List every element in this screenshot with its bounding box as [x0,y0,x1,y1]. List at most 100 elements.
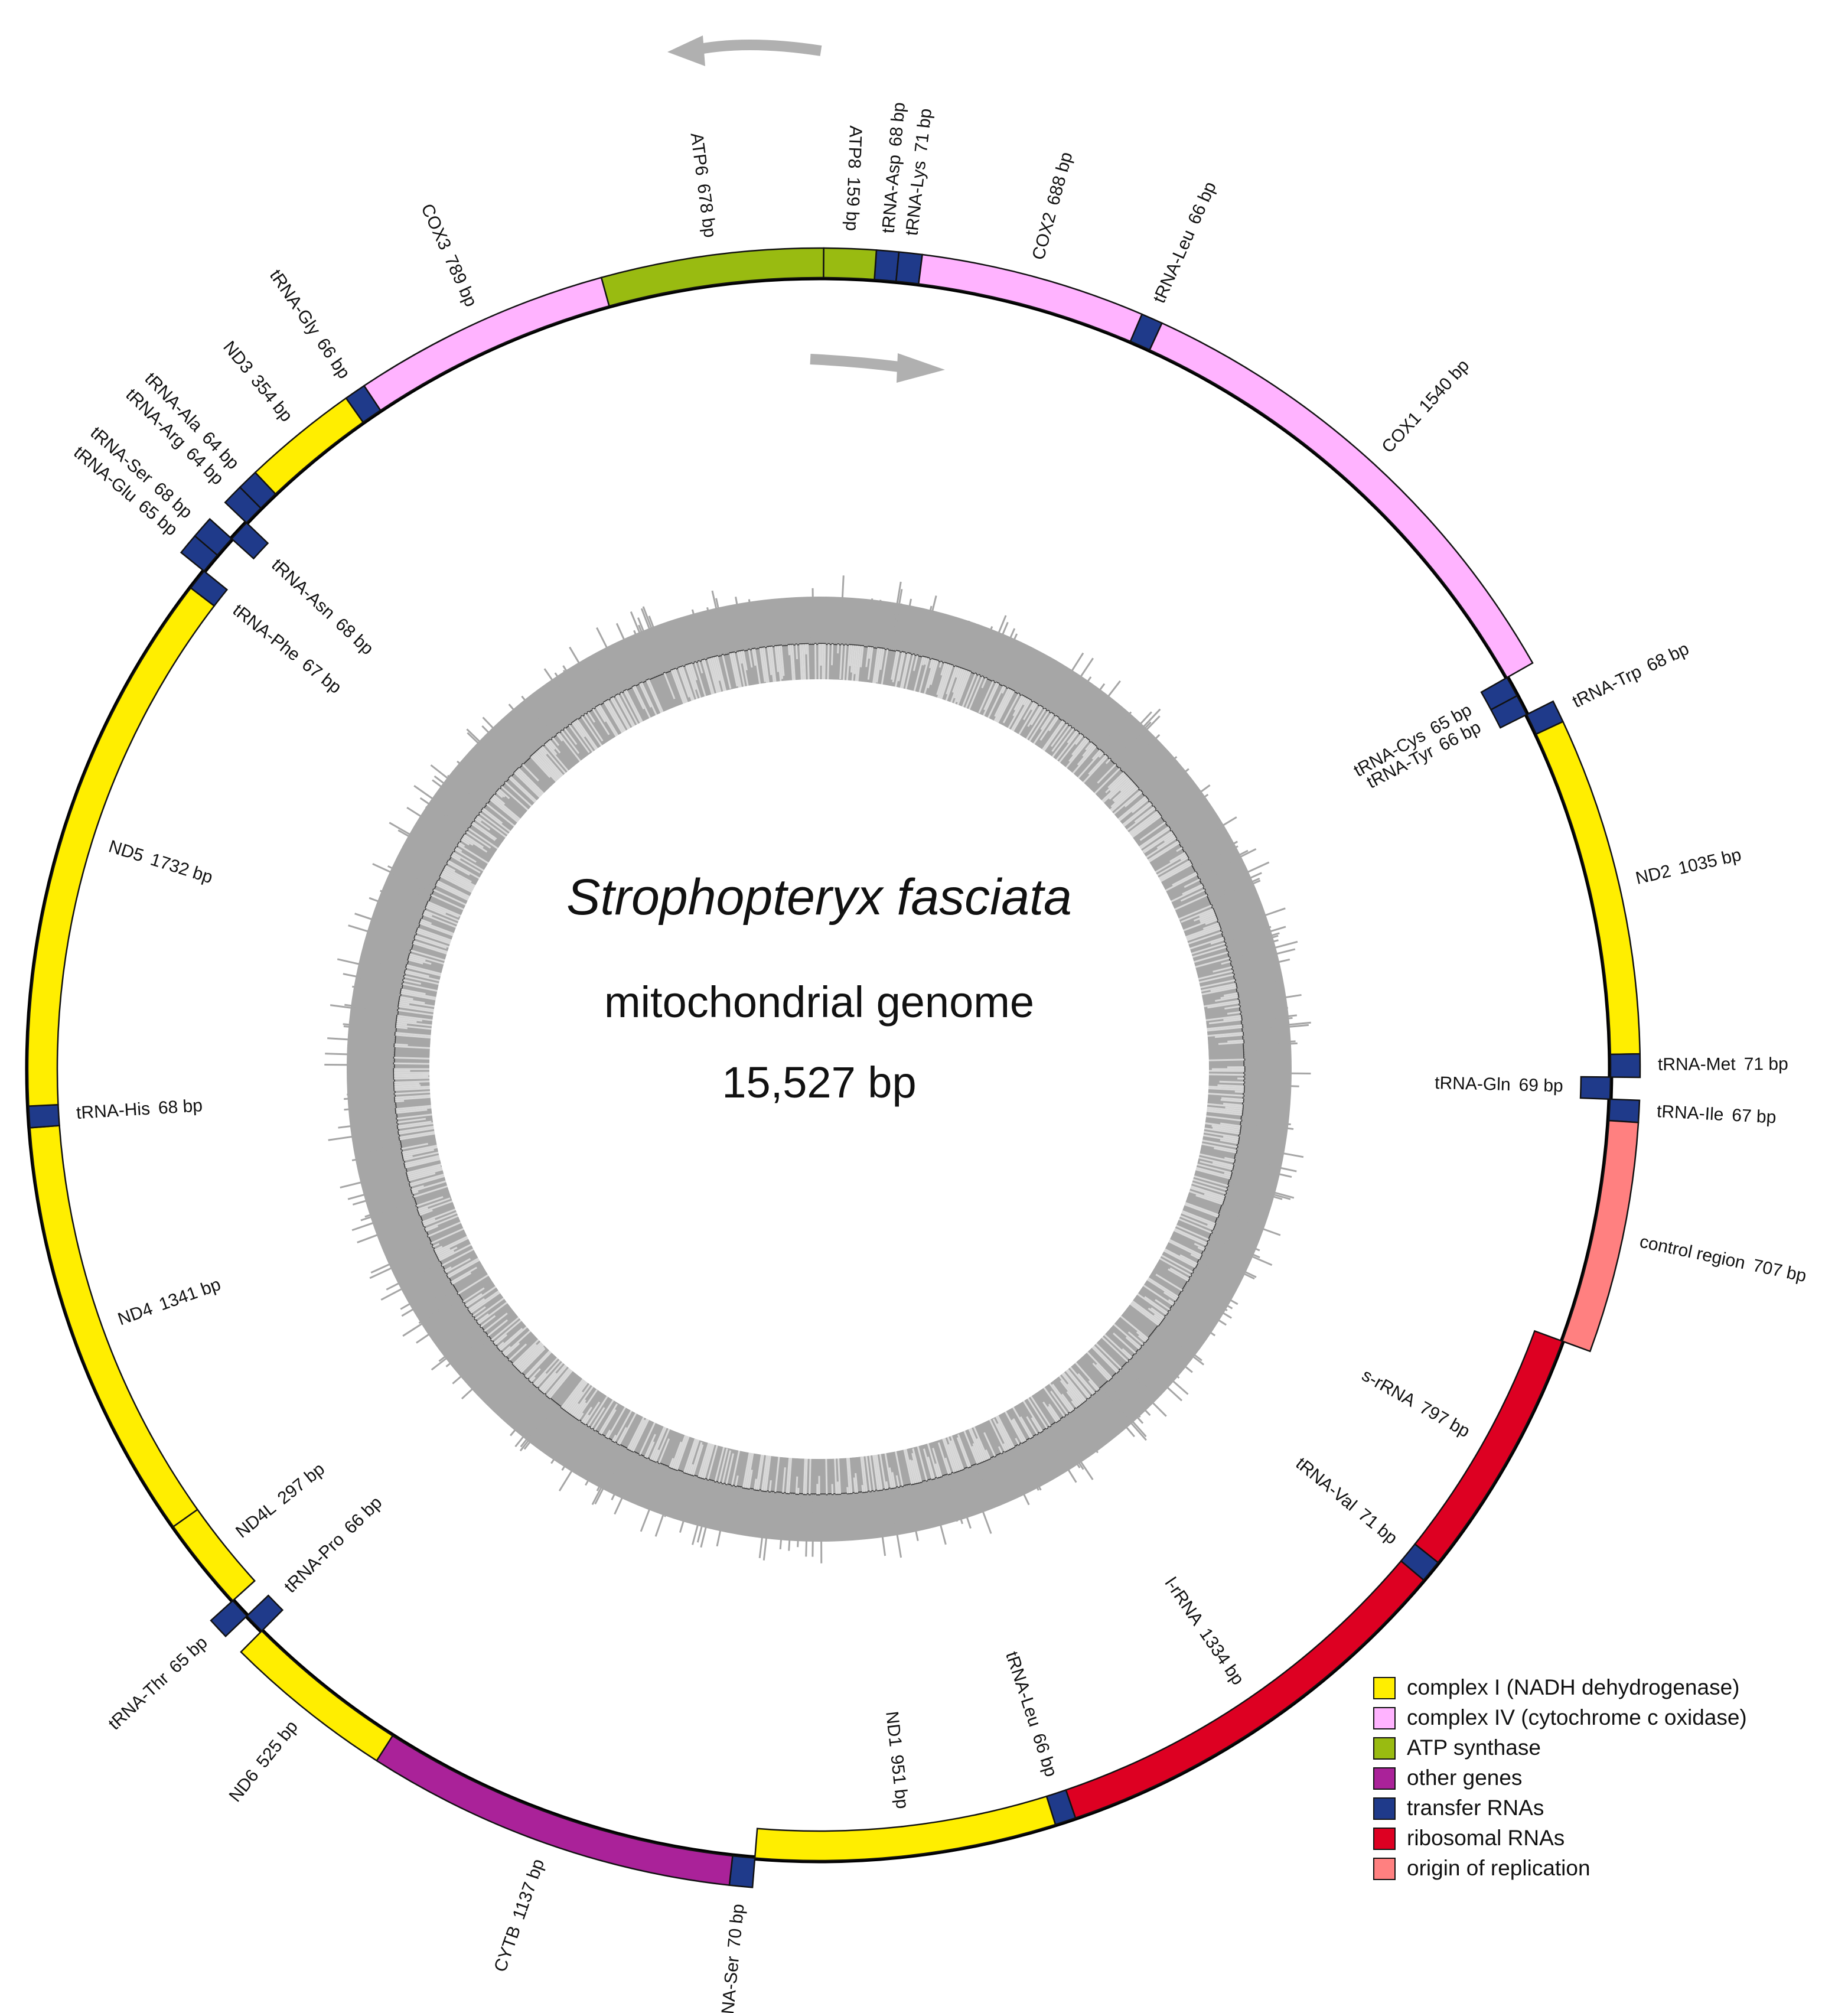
gc-tick [946,666,957,695]
gc-tick [1232,965,1247,970]
gc-tick [399,1126,438,1135]
gc-tick [1209,1237,1273,1266]
gc-tick [1243,1042,1298,1047]
gc-tick [1122,734,1161,772]
gc-tick [951,1473,972,1529]
gc-tick [725,1453,735,1484]
gc-tick [399,998,425,1004]
gc-tick [628,1419,646,1451]
gc-tick [983,621,1009,678]
gc-tick [1006,652,1025,688]
gc-tick [374,1194,413,1208]
gc-tick [394,1084,421,1087]
gc-tick [378,927,415,941]
gc-tick [1188,851,1202,860]
label-length: 525 bp [253,1717,302,1771]
label-atp8-37: ATP8159 bp [842,125,866,232]
gc-tick [1214,1147,1237,1154]
gc-tick [782,1467,786,1493]
gc-tick [581,1406,593,1423]
gc-tick [758,1491,769,1559]
gc-tick [996,1423,1012,1450]
feature-trna-ile-11 [1608,1098,1641,1123]
gc-tick [843,626,846,645]
gc-tick [748,649,753,668]
gc-tick [846,1457,851,1494]
gc-tick [1169,1267,1189,1280]
gc-tick [1220,994,1238,999]
gc-tick [911,618,921,654]
gc-tick [1098,752,1104,758]
label-name: tRNA-Gln [1435,1073,1511,1095]
gc-tick [1112,721,1152,763]
gc-tick [1002,1443,1008,1451]
gc-tick [1059,680,1087,719]
gc-tick [1098,711,1132,750]
gc-tick [1156,1325,1202,1361]
gc-tick [848,1454,853,1494]
gc-tick [367,1037,395,1042]
label-name: tRNA-Leu [1149,227,1199,306]
label-length: 707 bp [1751,1256,1808,1286]
gc-tick [397,1017,422,1022]
gc-tick [1233,958,1290,974]
gc-tick [894,1446,904,1487]
gc-tick [598,1438,610,1459]
gc-tick [1062,1417,1073,1432]
gc-tick [962,1428,979,1464]
gc-tick [1123,803,1152,827]
gc-tick [1199,910,1214,918]
gc-tick [1179,827,1208,845]
gc-tick [820,1494,823,1564]
gc-tick [363,1113,397,1120]
gc-tick [646,1441,655,1458]
gc-tick [408,957,432,965]
gc-tick [495,1358,509,1371]
gc-tick [1012,696,1025,716]
gc-tick [1161,810,1172,819]
gc-tick [351,1149,402,1162]
gc-tick [386,940,412,950]
feature-l-rrna-15 [1065,1560,1425,1819]
gc-tick [367,958,406,970]
gc-tick [1202,1251,1257,1278]
gc-tick [1184,878,1201,888]
gc-tick [1133,1354,1149,1368]
label-trna-leu-16: tRNA-Leu66 bp [1002,1649,1061,1779]
gc-tick [562,665,592,711]
gc-tick [1179,1254,1198,1265]
gc-tick [598,1403,618,1434]
gc-tick [1148,768,1189,802]
gc-tick [520,1347,546,1373]
gc-tick [669,1458,674,1468]
gc-tick [1195,867,1202,872]
gc-tick [1006,696,1027,732]
label-length: 688 bp [1044,150,1077,207]
gc-tick [1150,1307,1165,1318]
gc-tick [1207,1224,1214,1229]
gc-tick [1143,772,1171,796]
feature-atp8-37 [823,247,878,281]
gc-tick [374,1116,397,1120]
gc-tick [414,1239,431,1247]
gc-tick [547,715,561,733]
gc-tick [570,1403,579,1415]
gc-tick [1229,1179,1295,1199]
gc-tick [837,644,839,654]
gc-tick [402,1298,462,1337]
gc-tick [1194,1243,1205,1249]
gc-tick [1233,1162,1292,1178]
gc-tick [390,1237,429,1256]
gc-tick [487,760,509,780]
label-atp6-36: ATP6678 bp [687,132,720,239]
gc-tick [971,636,987,673]
gc-tick [861,1484,864,1493]
gc-tick [407,1165,441,1176]
gc-tick [556,705,572,725]
gc-tick [344,1004,398,1013]
gc-tick [592,708,610,735]
gc-tick [718,630,726,655]
gc-tick [550,705,567,728]
gc-tick [394,1057,435,1060]
gc-tick [875,1490,886,1556]
